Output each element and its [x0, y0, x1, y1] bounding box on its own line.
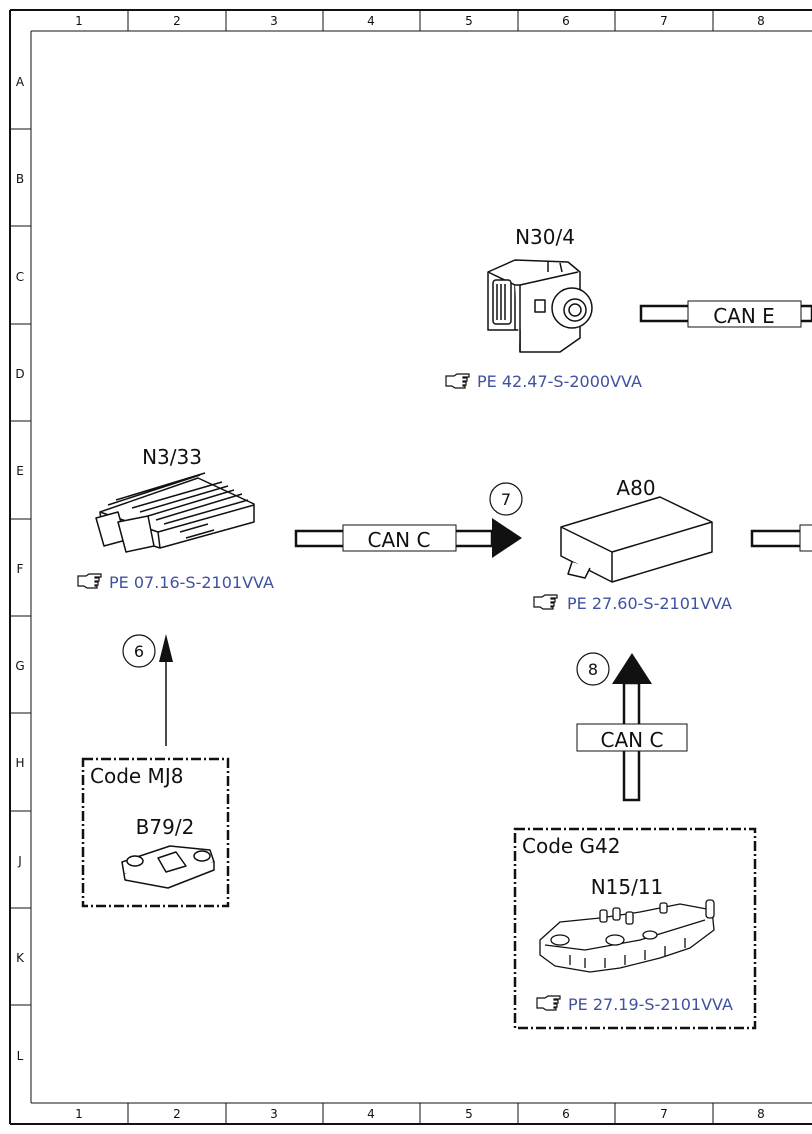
bus-label-can-c: CAN C	[368, 528, 431, 552]
bus-label-can-e: CAN E	[713, 304, 775, 328]
column-labels-bottom: 1 2 3 4 5 6 7 8	[75, 1107, 765, 1121]
column-label: 6	[562, 1107, 570, 1121]
column-label: 8	[757, 14, 765, 28]
column-label: 3	[270, 1107, 278, 1121]
bus-can-c-vertical: CAN C	[576, 653, 688, 802]
callout-number: 8	[588, 660, 598, 679]
bus-can-e: CAN E	[639, 300, 812, 328]
column-label: 3	[270, 14, 278, 28]
direction-arrow	[492, 518, 522, 558]
component-label-n30-4: N30/4	[515, 225, 575, 249]
column-label: 5	[465, 14, 473, 28]
b79-2-sensor-icon	[121, 845, 215, 889]
direction-arrow	[612, 653, 652, 684]
component-label-n15-11: N15/11	[591, 875, 664, 899]
bus-label-can-c: CAN C	[601, 728, 664, 752]
callout-circle	[576, 652, 610, 686]
code-label-mj8: Code MJ8	[90, 764, 183, 788]
n15-11-controller-icon	[539, 899, 715, 973]
callout-6: 6	[122, 634, 156, 668]
component-label-n3-33: N3/33	[142, 445, 202, 469]
optional-equipment-box	[81, 757, 230, 908]
reference-link[interactable]: PE 27.60-S-2101VVA	[567, 594, 732, 613]
reference-n15-11[interactable]: PE 27.19-S-2101VVA	[536, 995, 733, 1014]
reference-a80[interactable]: PE 27.60-S-2101VVA	[533, 594, 732, 613]
callout-7: 7	[489, 482, 523, 516]
column-label: 1	[75, 14, 83, 28]
pointing-hand-icon	[536, 995, 561, 1011]
a80-unit-icon	[560, 496, 713, 583]
row-label: D	[15, 367, 24, 381]
callout-circle	[489, 482, 523, 516]
column-label: 7	[660, 14, 668, 28]
component-label-b79-2: B79/2	[136, 815, 195, 839]
row-label: B	[16, 172, 24, 186]
reference-link[interactable]: PE 07.16-S-2101VVA	[109, 573, 274, 592]
column-label: 7	[660, 1107, 668, 1121]
bus-label-box	[342, 524, 457, 552]
column-label: 8	[757, 1107, 765, 1121]
component-label-a80: A80	[616, 476, 655, 500]
row-label: A	[16, 75, 25, 89]
column-label: 2	[173, 1107, 181, 1121]
callout-number: 6	[134, 642, 144, 661]
bus-label-box	[687, 300, 802, 328]
reference-link[interactable]: PE 27.19-S-2101VVA	[568, 995, 733, 1014]
column-label: 4	[367, 1107, 375, 1121]
reference-link[interactable]: PE 42.47-S-2000VVA	[477, 372, 642, 391]
n30-4-unit-icon	[487, 259, 593, 353]
column-labels-top: 1 2 3 4 5 6 7 8	[75, 14, 765, 28]
bus-can-c-horizontal: CAN C	[294, 518, 522, 558]
row-label: F	[17, 562, 24, 576]
bus-stub-a80-right	[750, 524, 812, 552]
row-label: E	[16, 464, 24, 478]
pointing-hand-icon	[533, 594, 558, 610]
n3-33-unit-icon	[95, 472, 255, 553]
reference-n3-33[interactable]: PE 07.16-S-2101VVA	[77, 573, 274, 592]
callout-8: 8	[576, 652, 610, 686]
row-label: J	[17, 854, 22, 868]
column-label: 1	[75, 1107, 83, 1121]
code-g42-group: Code G42 N15/11 PE 27.19-S-2101VVA	[513, 827, 757, 1030]
row-labels: A B C D E F G H J K L	[15, 75, 25, 1063]
callout-number: 7	[501, 490, 511, 509]
signal-b79-2-to-n3-33	[159, 634, 173, 746]
drawing-frame	[9, 9, 812, 1125]
reference-n30-4[interactable]: PE 42.47-S-2000VVA	[445, 372, 642, 391]
row-label: C	[16, 270, 24, 284]
column-label: 4	[367, 14, 375, 28]
callout-circle	[122, 634, 156, 668]
row-label: L	[17, 1049, 24, 1063]
direction-arrow	[159, 634, 173, 662]
component-n3-33: N3/33 PE 07.16-S-2101VVA	[77, 445, 274, 592]
bus-label-box	[576, 723, 688, 752]
optional-equipment-box	[513, 827, 757, 1030]
column-label: 2	[173, 14, 181, 28]
component-n30-4: N30/4 PE 42.47-S-2000VVA	[445, 225, 642, 391]
row-label: K	[16, 951, 25, 965]
column-label: 6	[562, 14, 570, 28]
row-label: H	[15, 756, 24, 770]
row-label: G	[15, 659, 24, 673]
bus-label-box	[799, 524, 812, 552]
component-a80: A80 PE 27.60-S-2101VVA	[533, 476, 732, 613]
code-mj8-group: Code MJ8 B79/2	[81, 757, 230, 908]
pointing-hand-icon	[445, 373, 470, 389]
bus-stub	[750, 529, 812, 548]
pointing-hand-icon	[77, 573, 102, 589]
column-label: 5	[465, 1107, 473, 1121]
code-label-g42: Code G42	[522, 834, 621, 858]
